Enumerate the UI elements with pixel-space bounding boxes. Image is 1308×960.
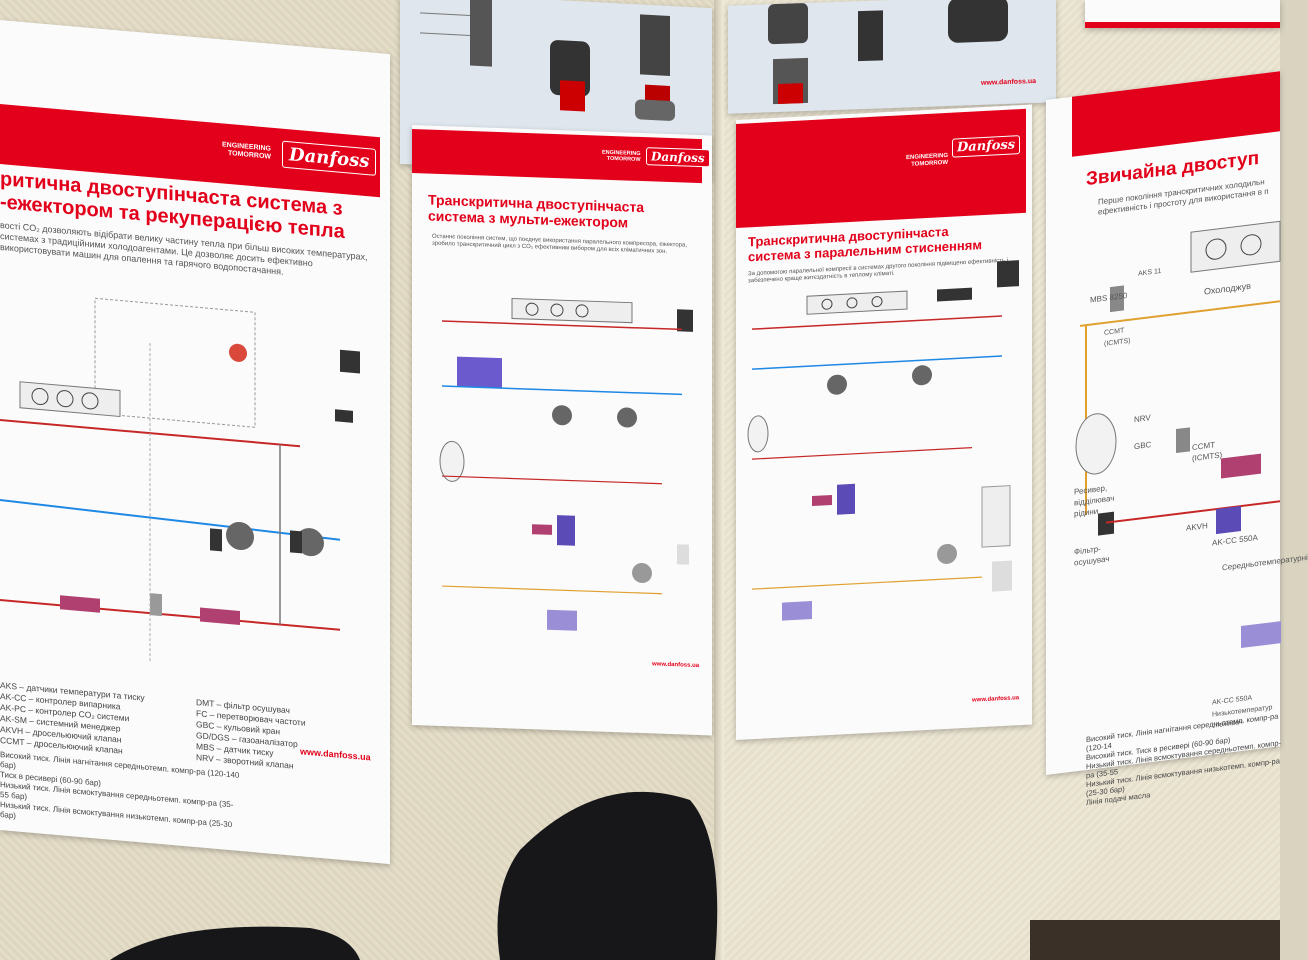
schematic-diagram [439,297,693,631]
schematic-diagram [747,260,1019,621]
poster-far-right: Звичайна двоступ Перше покоління транскр… [1046,71,1308,807]
chair-back-left [110,926,360,960]
table-edge [1030,920,1280,960]
label-gbc: GBC [1134,440,1152,452]
poster-intro: Останнє покоління систем, що поєднує вик… [432,233,688,255]
schematic-diagram [0,297,360,664]
poster-legend-2: DMT – фільтр осушувач FC – перетворювач … [196,697,306,771]
wall-corner [714,0,724,960]
chair-back-right [497,791,718,960]
component-illustrations [420,0,675,121]
danfoss-logo: Danfoss [952,135,1021,158]
top-poster-right: www.danfoss.ua [728,0,1056,114]
poster-legend: AKS – датчики температури та тиску AK-CC… [0,680,145,756]
poster-url: www.danfoss.ua [972,695,1020,704]
label-nrv: NRV [1134,413,1151,425]
component-illustrations [768,0,1008,105]
top-poster-far-right [1085,0,1280,28]
schematic-diagram [1075,220,1281,649]
top-poster-left: www.danfoss.ua [400,0,712,181]
danfoss-logo: Danfoss [646,147,710,168]
poster-title: Транскритична двоступінчаста система з м… [428,192,698,234]
poster-header-band [736,108,1026,228]
